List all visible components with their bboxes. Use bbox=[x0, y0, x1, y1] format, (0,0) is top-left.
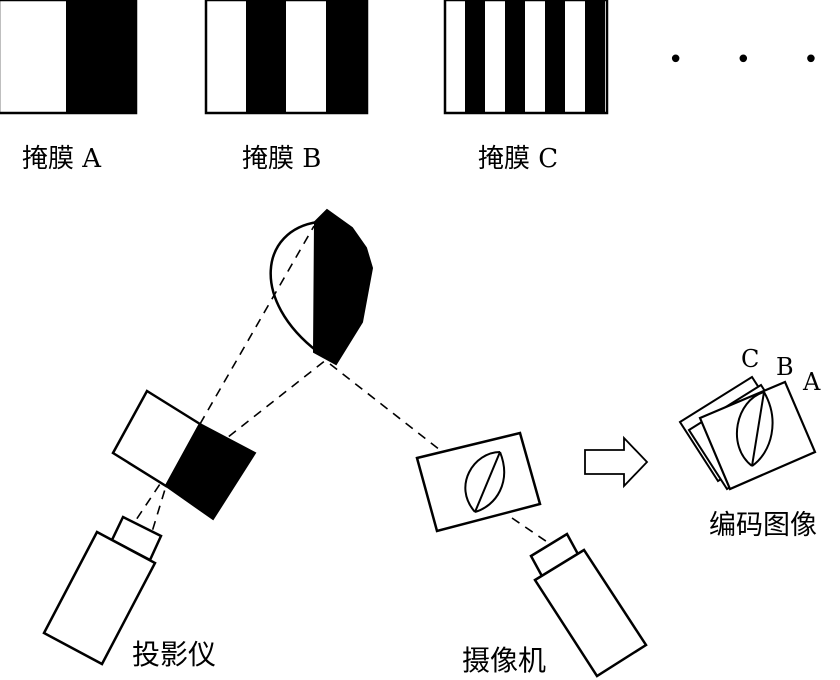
right-arrow bbox=[584, 435, 649, 489]
ellipsis: • • • bbox=[668, 45, 840, 75]
stack-label-a: A bbox=[802, 368, 821, 396]
stack-label-b: B bbox=[776, 353, 794, 381]
coded-image-caption: 编码图像 bbox=[709, 510, 817, 541]
mask-b bbox=[204, 0, 369, 115]
coded-image-stack bbox=[678, 375, 817, 491]
stack-label-c: C bbox=[741, 345, 759, 373]
projection-rays bbox=[127, 225, 337, 546]
projector-label: 投影仪 bbox=[132, 638, 216, 671]
mask-c bbox=[443, 0, 609, 115]
mask-a bbox=[0, 0, 138, 115]
mask-a-label: 掩膜 A bbox=[22, 144, 102, 174]
mask-c-label: 掩膜 C bbox=[478, 144, 558, 174]
projected-mask bbox=[111, 389, 257, 521]
object-surface bbox=[269, 208, 374, 366]
camera-label: 摄像机 bbox=[462, 644, 546, 677]
captured-image bbox=[415, 431, 542, 533]
camera-rays bbox=[329, 363, 557, 549]
mask-b-label: 掩膜 B bbox=[242, 144, 321, 174]
camera-device bbox=[529, 532, 648, 678]
projector-device bbox=[42, 515, 163, 666]
